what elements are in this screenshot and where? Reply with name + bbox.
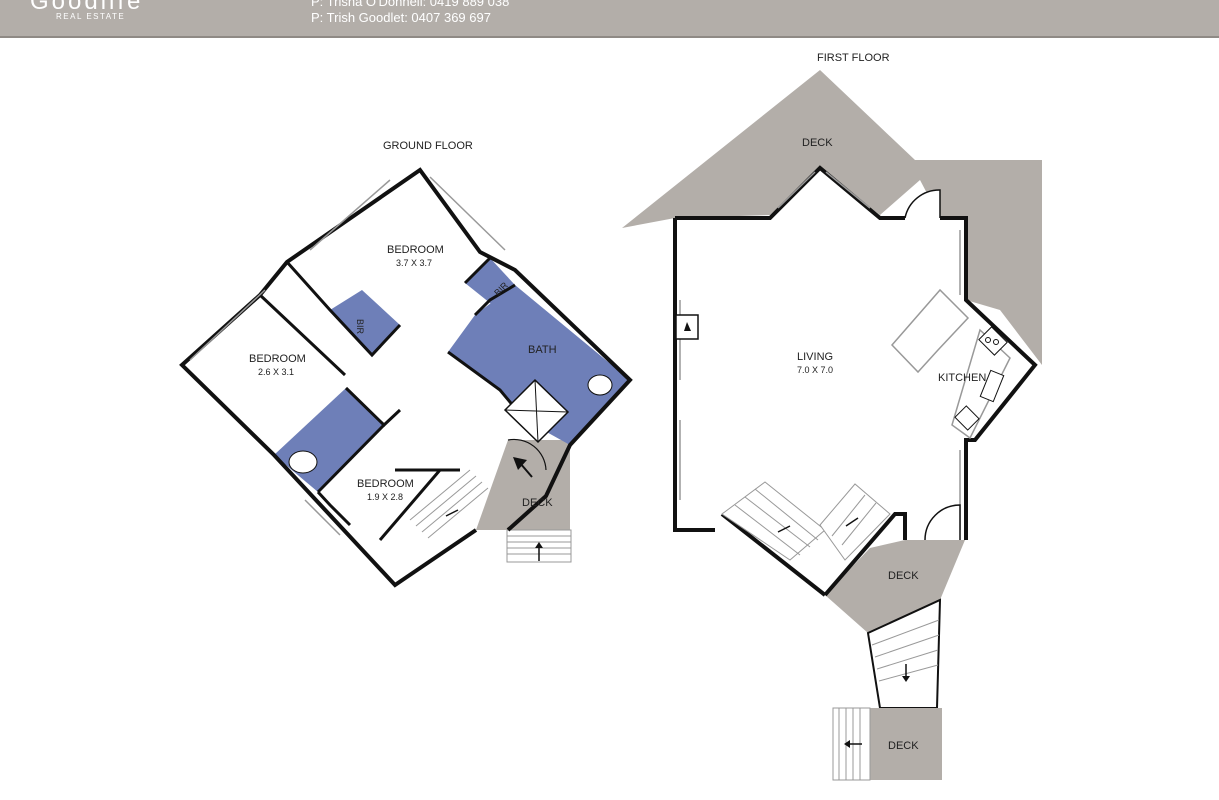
first-walls-bottom-2 bbox=[823, 512, 907, 597]
room-name: LIVING bbox=[797, 351, 833, 363]
room-size: 7.0 X 7.0 bbox=[797, 365, 833, 375]
stair-arrow-head bbox=[902, 676, 910, 682]
room-size: 2.6 X 3.1 bbox=[258, 367, 294, 377]
shower-icon bbox=[503, 378, 570, 444]
contact-line-2: P: Trish Goodlet: 0407 369 697 bbox=[311, 10, 491, 25]
contact-line-1: P: Trisha O'Donnell: 0419 889 038 bbox=[311, 0, 510, 9]
room-name: BEDROOM bbox=[387, 244, 444, 256]
ground-deck-area bbox=[476, 440, 570, 530]
room-size: 3.7 X 3.7 bbox=[396, 258, 432, 268]
stair-arrow-head bbox=[535, 542, 543, 548]
flame-icon bbox=[684, 322, 691, 331]
ground-stair-arrow bbox=[445, 509, 459, 517]
ground-internal-stairs bbox=[409, 469, 489, 539]
room-size: 1.9 X 2.8 bbox=[367, 492, 403, 502]
room-name: BEDROOM bbox=[249, 353, 306, 365]
first-walls-bottom bbox=[720, 512, 827, 597]
header-band: Goodlife REAL ESTATE P: Trisha O'Donnell… bbox=[0, 0, 1219, 38]
logo-wordmark: Goodlife bbox=[30, 0, 144, 15]
cooktop-icon bbox=[978, 326, 1008, 356]
first-floor-plan: FIRST FLOOR LIVING 7.0 X 7.0 KITCHEN DEC… bbox=[622, 52, 1042, 781]
room-name: DECK bbox=[888, 740, 919, 752]
sink-icon bbox=[954, 405, 980, 431]
toilet-icon bbox=[587, 374, 613, 396]
first-outer-walls bbox=[673, 218, 715, 532]
room-name: BEDROOM bbox=[357, 478, 414, 490]
deck-door-swing bbox=[904, 189, 941, 219]
bath-area bbox=[448, 285, 630, 445]
stair-treads bbox=[871, 619, 940, 682]
stair-arrow bbox=[777, 525, 791, 533]
bir-left-area bbox=[330, 290, 400, 355]
stair-arrow bbox=[845, 517, 859, 527]
room-name: DECK bbox=[888, 570, 919, 582]
ground-outer-walls bbox=[179, 167, 633, 588]
room-name: BIR bbox=[355, 319, 365, 335]
first-floor-title: FIRST FLOOR bbox=[817, 52, 890, 64]
toilet-icon bbox=[288, 450, 318, 474]
room-name: KITCHEN bbox=[938, 372, 986, 384]
first-walls-right bbox=[940, 216, 1038, 540]
entry-door-swing bbox=[507, 438, 547, 471]
bir-right-area bbox=[465, 258, 515, 307]
first-deck-lower bbox=[870, 708, 942, 780]
ground-floor-title: GROUND FLOOR bbox=[383, 140, 473, 152]
ground-windows bbox=[189, 176, 506, 536]
oven-icon bbox=[979, 369, 1005, 403]
room-name: BATH bbox=[528, 344, 557, 356]
logo-subtitle: REAL ESTATE bbox=[56, 12, 126, 21]
first-internal-stairs bbox=[721, 481, 891, 561]
ground-floor-plan: GROUND FLOOR BEDROOM 3.7 X 3.7 BEDROOM 2… bbox=[179, 140, 633, 588]
deck-door-swing bbox=[924, 504, 961, 541]
room-name: DECK bbox=[522, 497, 553, 509]
room-name: DECK bbox=[802, 137, 833, 149]
kitchen-island bbox=[890, 288, 970, 374]
stair-arrow-head bbox=[844, 740, 850, 748]
first-walls-top bbox=[675, 165, 905, 220]
entry-arrow-head bbox=[513, 457, 527, 470]
